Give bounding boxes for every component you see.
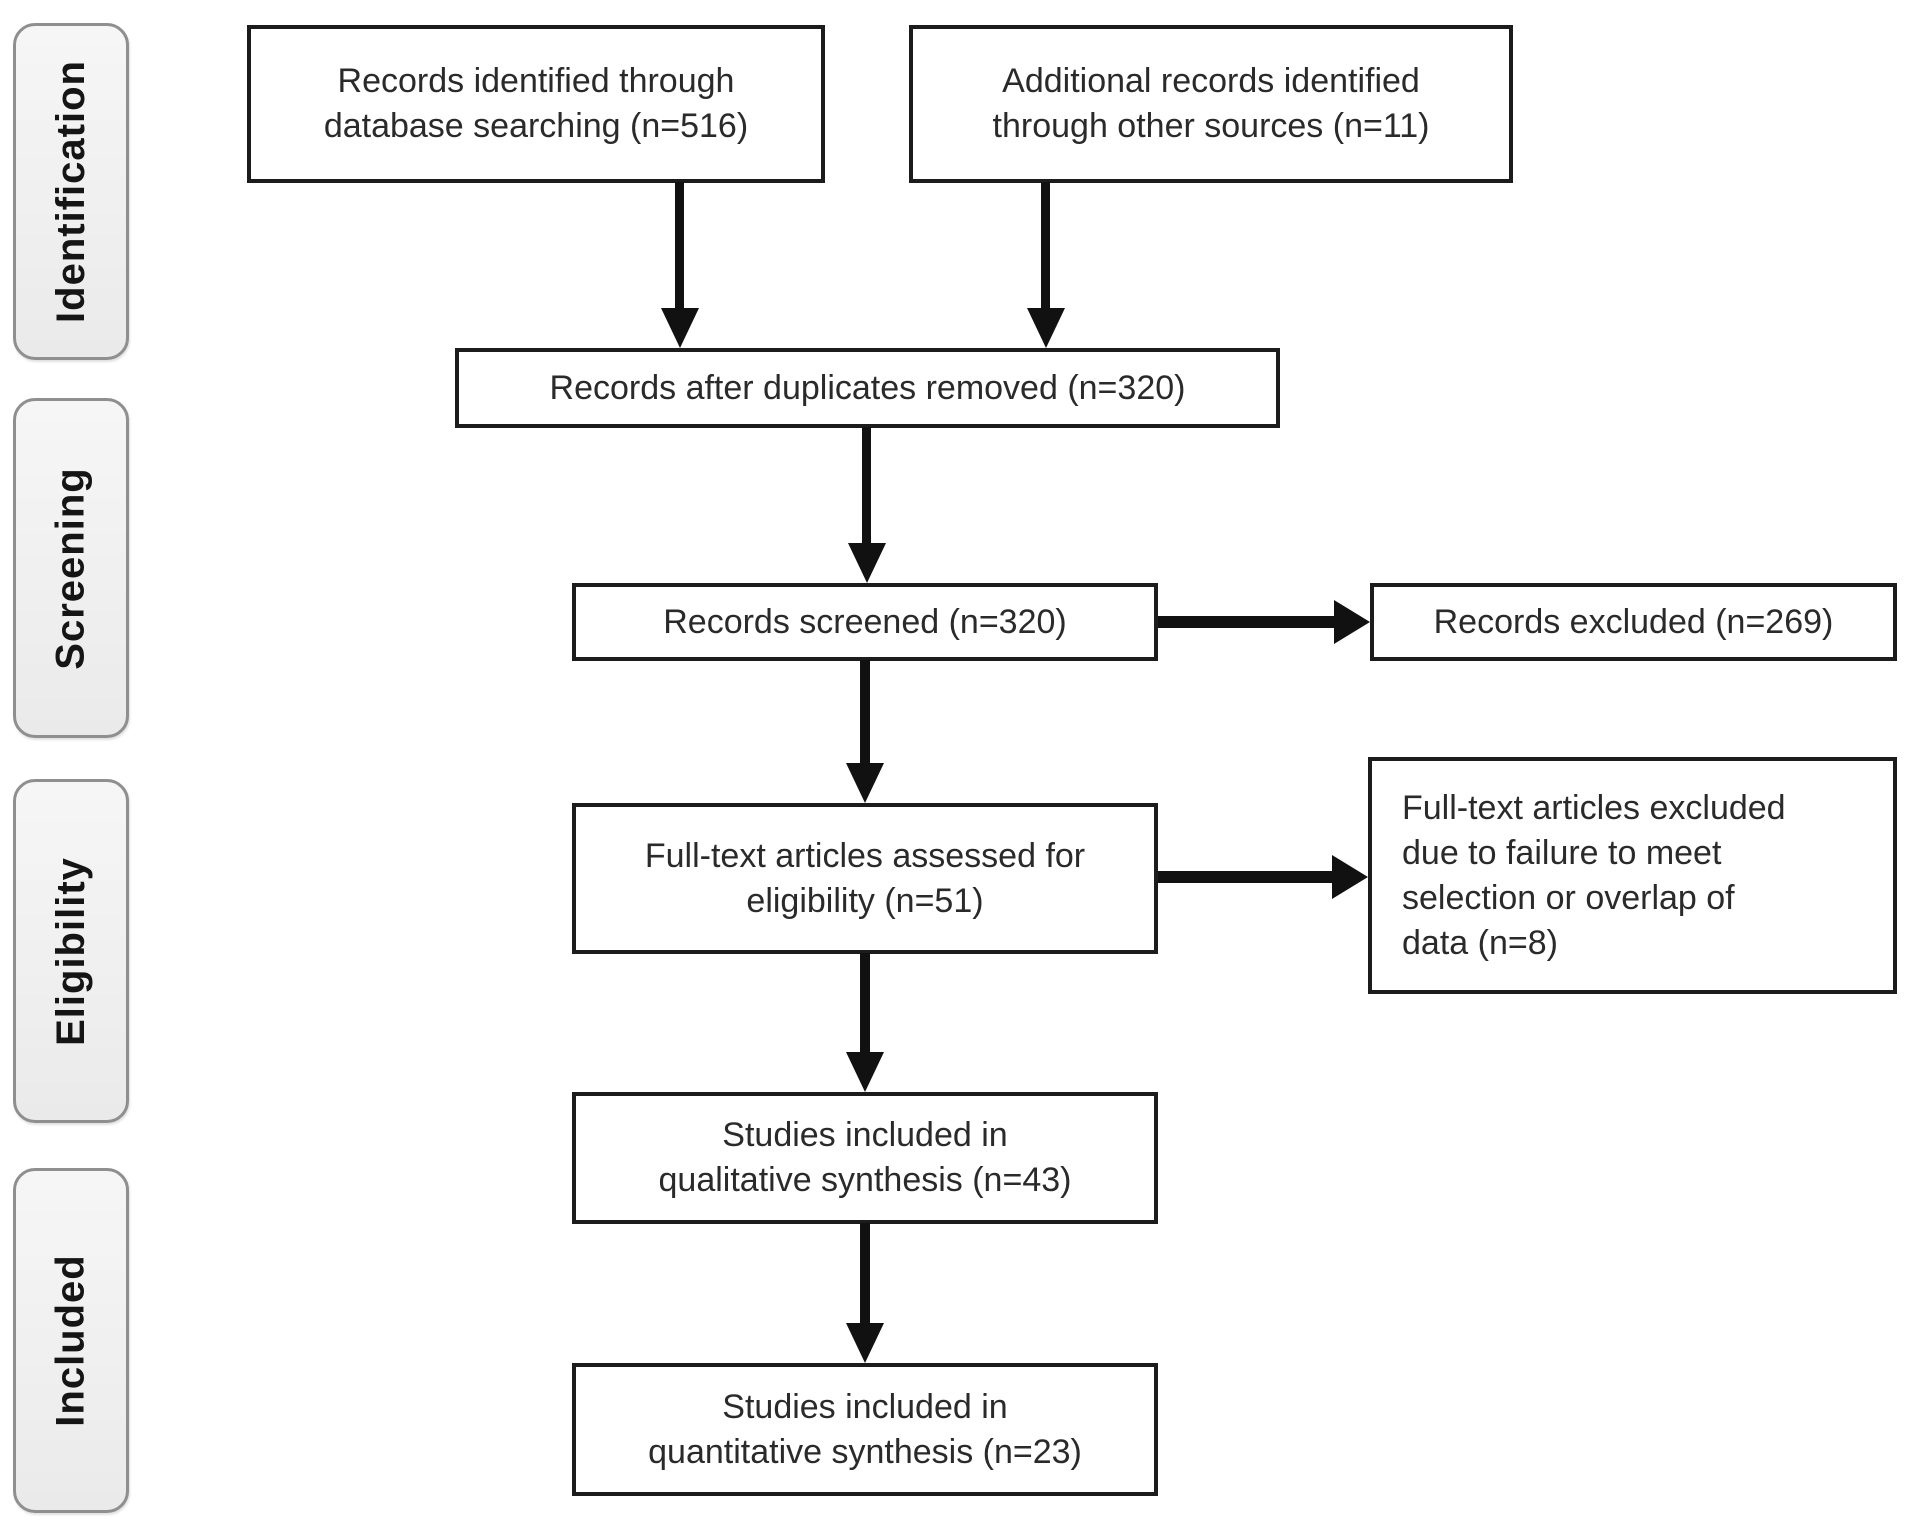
box-additional-records-line2: through other sources (n=11) [992,107,1430,145]
stage-label-included-text: Included [48,1254,93,1427]
box-quantitative-synthesis-line1: Studies included in [722,1387,1008,1426]
box-records-identified-line2: database searching (n=516) [323,107,749,145]
box-fulltext-assessed-line1: Full-text articles assessed for [644,836,1086,875]
arrow-head-icon [1332,855,1368,899]
box-duplicates-removed: Records after duplicates removed (n=320) [455,348,1280,428]
box-records-identified-line1: Records identified through [337,62,735,100]
stage-label-screening-text: Screening [48,466,93,670]
arrow-shaft [860,953,870,1052]
box-fulltext-excluded-line2: due to failure to meet [1402,833,1722,872]
arrow-head-icon [1027,308,1065,348]
box-fulltext-excluded-line3: selection or overlap of [1402,878,1735,917]
stage-label-identification-text: Identification [48,60,93,323]
arrow-head-icon [661,308,699,348]
box-records-excluded: Records excluded (n=269) [1370,583,1897,661]
box-fulltext-excluded-line1: Full-text articles excluded [1402,788,1786,827]
box-fulltext-assessed: Full-text articles assessed for eligibil… [572,803,1158,954]
stage-label-identification: Identification [13,23,129,360]
arrow-head-icon [1334,600,1370,644]
arrow-shaft [860,660,870,763]
box-fulltext-excluded-line4: data (n=8) [1402,923,1558,962]
arrow-shaft [1041,182,1050,308]
box-additional-records: Additional records identified through ot… [909,25,1513,183]
box-records-excluded-line1: Records excluded (n=269) [1433,602,1834,641]
box-additional-records-line1: Additional records identified [1002,62,1420,100]
box-records-identified: Records identified through database sear… [247,25,825,183]
arrow-head-icon [846,1052,884,1092]
box-records-screened-line1: Records screened (n=320) [663,602,1067,641]
stage-label-eligibility: Eligibility [13,779,129,1123]
arrow-shaft [1158,871,1332,883]
arrow-shaft [860,1223,870,1323]
box-quantitative-synthesis: Studies included in quantitative synthes… [572,1363,1158,1496]
box-fulltext-excluded: Full-text articles excluded due to failu… [1368,757,1897,994]
arrow-shaft [1158,616,1334,628]
stage-label-screening: Screening [13,398,129,738]
arrow-head-icon [846,1323,884,1363]
stage-label-eligibility-text: Eligibility [48,856,93,1046]
arrow-shaft [862,427,871,543]
box-fulltext-assessed-line2: eligibility (n=51) [746,881,984,920]
box-duplicates-removed-line1: Records after duplicates removed (n=320) [549,368,1186,407]
box-qualitative-synthesis-line2: qualitative synthesis (n=43) [658,1161,1072,1199]
arrow-head-icon [848,543,886,583]
arrow-head-icon [846,763,884,803]
arrow-shaft [675,182,684,308]
box-records-screened: Records screened (n=320) [572,583,1158,661]
stage-label-included: Included [13,1168,129,1513]
box-quantitative-synthesis-line2: quantitative synthesis (n=23) [648,1432,1082,1471]
box-qualitative-synthesis: Studies included in qualitative synthesi… [572,1092,1158,1224]
box-qualitative-synthesis-line1: Studies included in [722,1116,1008,1154]
